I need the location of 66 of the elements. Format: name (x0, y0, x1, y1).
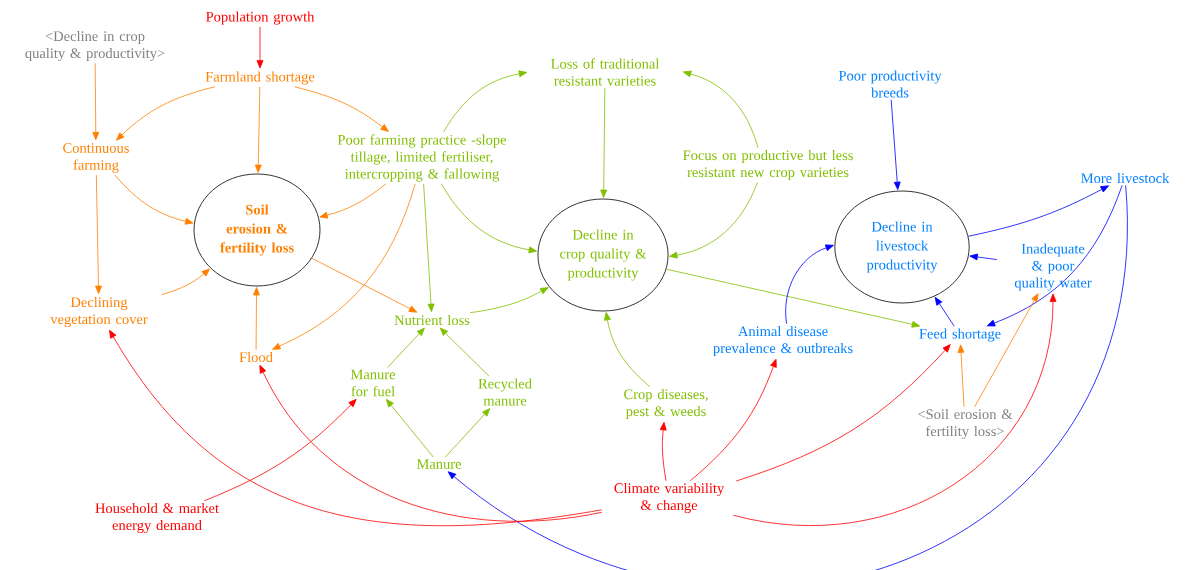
arrow (969, 253, 998, 261)
node-label: <Soil erosion & fertility loss> (918, 408, 1013, 440)
node-label: Manure (416, 459, 462, 469)
node-label: Focus on productive but less resistant new crop varieties (683, 149, 853, 181)
arrow (294, 86, 389, 132)
arrow (109, 329, 603, 527)
arrow (447, 184, 1127, 570)
arrow (311, 257, 418, 313)
node-label: More livestock (1081, 172, 1170, 184)
node-label: <Decline in crop quality & productivity> (25, 30, 165, 62)
ellipse-node: Soil erosion & fertility loss (193, 173, 321, 287)
arrow (974, 293, 1039, 408)
arrow (604, 312, 651, 388)
node-label: Feed shortage (919, 328, 1001, 342)
arrow (116, 86, 216, 141)
arrow (967, 185, 1109, 237)
node-label: Inadequate & poor quality water (1014, 243, 1092, 291)
arrow (665, 268, 921, 328)
arrow (443, 70, 528, 133)
arrow (669, 181, 758, 259)
arrow (256, 26, 264, 69)
arrow (440, 183, 537, 254)
arrow (890, 99, 901, 190)
arrow (986, 184, 1123, 327)
node-label: Nutrient loss (394, 314, 470, 326)
node-label: Crop diseases, pest & weeds (624, 388, 708, 420)
arrow (319, 183, 387, 219)
arrow (957, 344, 965, 408)
node-label: Recycled manure (478, 378, 532, 406)
node-label: Loss of traditional resistant varieties (551, 58, 660, 86)
node-label: Poor productivity breeds (838, 70, 942, 98)
arrow (439, 327, 490, 377)
node-label: Farmland shortage (205, 71, 315, 85)
arrow (272, 183, 416, 350)
node-label: Household & market energy demand (95, 502, 219, 534)
arrow (445, 408, 491, 458)
node-label: Manure for fuel (350, 369, 396, 397)
arrow (92, 62, 100, 141)
node-label: Poor farming practice -slope tillage, limited fertiliser, intercropping & fallowing (337, 134, 507, 182)
arrow (689, 358, 777, 482)
arrow (682, 70, 759, 149)
arrow (469, 287, 549, 314)
node-label: Continuous farming (63, 143, 129, 173)
arrow (387, 327, 425, 368)
arrow (735, 344, 951, 482)
arrow (934, 296, 955, 327)
arrow (114, 174, 194, 225)
node-label: Flood (239, 351, 273, 363)
arrow (254, 86, 262, 173)
ellipse-node: Decline in crop quality & productivity (537, 198, 669, 312)
node-label: Declining vegetation cover (50, 296, 148, 328)
arrow (95, 174, 102, 294)
arrow (161, 268, 210, 296)
arrow (785, 244, 834, 325)
arrow (259, 364, 603, 522)
arrow (659, 422, 667, 482)
arrow (385, 399, 434, 458)
node-label: Population growth (206, 11, 315, 25)
arrow (204, 398, 357, 502)
arrow (733, 293, 1057, 526)
node-label: Climate variability & change (614, 482, 725, 514)
arrow (600, 87, 608, 198)
ellipse-node: Decline in livestock productivity (834, 190, 970, 304)
arrow (253, 287, 260, 351)
arrow (423, 183, 435, 312)
node-label: Animal disease prevalence & outbreaks (713, 325, 853, 357)
